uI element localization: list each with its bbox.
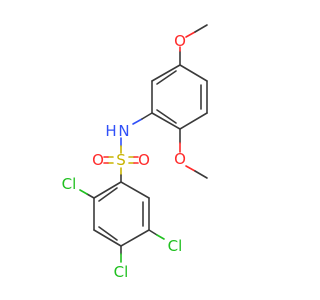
bond — [93, 181, 122, 199]
bond — [194, 170, 208, 179]
chlorine-label-right: Cl — [168, 237, 183, 255]
chemical-structure-diagram: O O H N S O O Cl Cl Cl — [62, 24, 208, 281]
chlorine-bonds — [79, 189, 165, 263]
dimethoxyphenyl-ring — [151, 64, 208, 130]
bond — [148, 229, 158, 236]
double-bond-inner — [156, 109, 177, 124]
bond — [120, 229, 150, 247]
bond — [93, 229, 122, 247]
bond — [120, 181, 150, 199]
trichlorophenyl-ring — [93, 181, 150, 247]
bond — [156, 234, 165, 240]
bond — [179, 64, 208, 82]
nitrogen-label: N — [118, 122, 129, 140]
amine-link — [132, 112, 153, 125]
bond — [151, 112, 181, 130]
methoxy-group-top — [179, 24, 208, 66]
double-bond-inner — [156, 70, 177, 85]
sulfonyl-oxygens — [103, 156, 139, 164]
bond — [185, 31, 196, 38]
hydrogen-label: H — [105, 122, 116, 140]
double-bond-inner — [98, 187, 118, 202]
sulfur-label: S — [116, 151, 126, 169]
bond — [185, 165, 196, 172]
oxygen-label-right: O — [138, 151, 150, 169]
bond — [86, 193, 95, 199]
bond — [79, 189, 88, 195]
oxygen-label-top: O — [174, 32, 186, 50]
double-bond-inner — [98, 226, 118, 241]
chlorine-label-bottom: Cl — [114, 263, 129, 281]
bond — [151, 64, 181, 82]
bond — [194, 24, 208, 33]
bond — [132, 118, 143, 125]
methoxy-group-bottom — [179, 128, 208, 179]
bond — [141, 112, 153, 120]
bond — [179, 112, 208, 130]
oxygen-label-left: O — [92, 151, 104, 169]
oxygen-label-bottom: O — [174, 150, 186, 168]
chlorine-label-left: Cl — [62, 175, 77, 193]
